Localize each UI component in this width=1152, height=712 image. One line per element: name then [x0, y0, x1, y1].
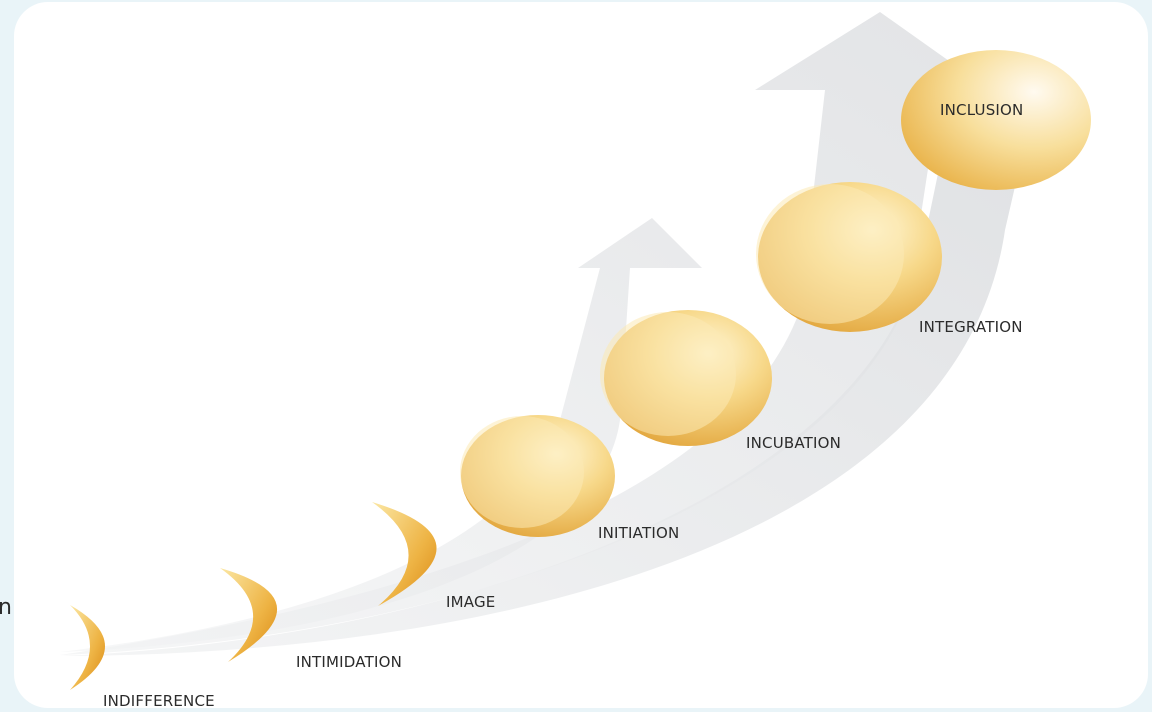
stage-image-shape [372, 502, 437, 606]
stage-label-integration: INTEGRATION [919, 318, 1023, 336]
stage-incubation-shape [600, 310, 772, 446]
edge-text-fragment: n [0, 595, 12, 620]
stage-integration-shape [756, 182, 942, 332]
stage-label-incubation: INCUBATION [746, 434, 841, 452]
stage-label-initiation: INITIATION [598, 524, 679, 542]
stage-inclusion-shape [901, 50, 1091, 190]
stage-label-intimidation: INTIMIDATION [296, 653, 402, 671]
stage-label-inclusion: INCLUSION [940, 101, 1023, 119]
stage-label-indifference: INDIFFERENCE [103, 692, 215, 710]
stage-shapes [70, 50, 1091, 690]
stage-intimidation-shape [220, 568, 278, 662]
arrow-back [60, 12, 990, 655]
stage-labels: INDIFFERENCE INTIMIDATION IMAGE INITIATI… [0, 101, 1023, 710]
stage-initiation-shape [460, 415, 615, 537]
stage-label-image: IMAGE [446, 593, 495, 611]
stage-indifference-shape [70, 605, 105, 690]
